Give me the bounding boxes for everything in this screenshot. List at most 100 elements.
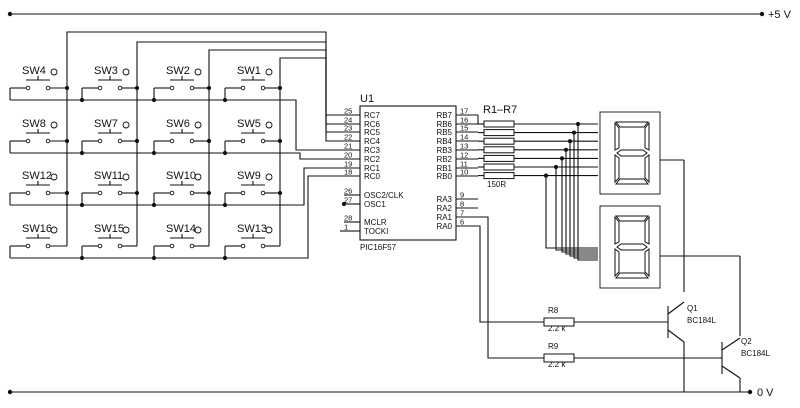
digit-drivers: R8 2.2 k R9 2.2 k Q1 BC184L Q2 BC184L (456, 216, 770, 392)
junction (79, 202, 85, 208)
transistor-emitter (667, 329, 685, 343)
contact (189, 190, 195, 196)
resistor-element (483, 129, 515, 137)
contact (45, 190, 51, 196)
junction (151, 150, 157, 156)
switch-label: SW7 (94, 118, 118, 130)
display-segment (644, 121, 650, 151)
bus-wire (573, 132, 598, 259)
push-switch: SW7 (81, 118, 137, 153)
junction (151, 202, 157, 208)
contact (189, 138, 195, 144)
contact (169, 85, 175, 91)
pin-name: RB1 (436, 164, 452, 173)
switch-index-icon (122, 226, 130, 234)
switch-index-icon (50, 68, 58, 76)
contact (169, 243, 175, 249)
display-segment (614, 215, 650, 222)
pin-name: RA3 (436, 195, 452, 204)
switch-label: SW2 (166, 65, 190, 77)
switch-index-icon (265, 121, 273, 129)
pin-name: RC6 (364, 120, 381, 129)
pin-number: 16 (460, 116, 468, 125)
ic-pin-left: 18 RC0 (344, 168, 381, 182)
row-wire (10, 152, 360, 160)
r8-value: 2.2 k (548, 324, 566, 333)
pin-name: RC5 (364, 128, 381, 137)
column-wire (136, 41, 360, 246)
pin-number: 25 (344, 107, 352, 116)
pin-number: 24 (344, 116, 352, 125)
pin-name: RC0 (364, 172, 381, 181)
bus-wire (555, 167, 598, 251)
contact (97, 243, 103, 249)
ic-pin-right: RA3 9 (436, 191, 478, 204)
contact (25, 190, 31, 196)
pin-number: 13 (460, 142, 468, 151)
contact (25, 85, 31, 91)
switch-index-icon (194, 226, 202, 234)
base-wire (456, 216, 544, 359)
column-wire (279, 57, 360, 246)
pin-name: RA2 (436, 204, 452, 213)
transistor-emitter (721, 365, 741, 379)
display-segment (614, 248, 620, 278)
contact (189, 85, 195, 91)
pin-number: 26 (344, 187, 352, 196)
pin-number: 6 (460, 218, 464, 227)
pin-name: RB6 (436, 120, 452, 129)
switch-index-icon (194, 121, 202, 129)
switch-label: SW3 (94, 65, 118, 77)
switch-index-icon (194, 68, 202, 76)
contact (117, 138, 123, 144)
contact (25, 243, 31, 249)
push-switch: SW4 (9, 65, 67, 100)
digit-display-units (599, 205, 661, 289)
r9-ref: R9 (548, 342, 559, 351)
pin-name: RB3 (436, 146, 452, 155)
seven-segment-displays (599, 111, 741, 336)
pin-number: 18 (344, 168, 352, 177)
column-wire (66, 31, 360, 246)
display-body (599, 111, 661, 195)
pin-number: 14 (460, 133, 468, 142)
switch-label: SW4 (22, 65, 46, 77)
pin-name: OSC1 (364, 200, 386, 209)
switch-index-icon (265, 68, 273, 76)
row-wire (10, 167, 360, 206)
contact (260, 190, 266, 196)
contact (97, 138, 103, 144)
transistor-collector (667, 301, 685, 315)
contact (45, 85, 51, 91)
junction (222, 97, 228, 103)
switch-index-icon (265, 226, 273, 234)
junction (151, 97, 157, 103)
display-body (599, 205, 661, 289)
ic-pin-right: RB6 16 (436, 116, 478, 129)
row-wire (10, 175, 360, 259)
junction (563, 147, 569, 152)
push-switch: SW5 (224, 118, 280, 153)
switch-label: SW5 (237, 118, 261, 130)
pin-number: 9 (460, 191, 464, 200)
display-segment (614, 121, 650, 128)
push-switch: SW10 (153, 170, 209, 205)
junction (79, 150, 85, 156)
display-segment (644, 154, 650, 184)
push-switch: SW13 (224, 223, 280, 258)
pin-number: 10 (460, 168, 468, 177)
display-segment (614, 154, 620, 184)
push-switch: SW8 (9, 118, 67, 153)
